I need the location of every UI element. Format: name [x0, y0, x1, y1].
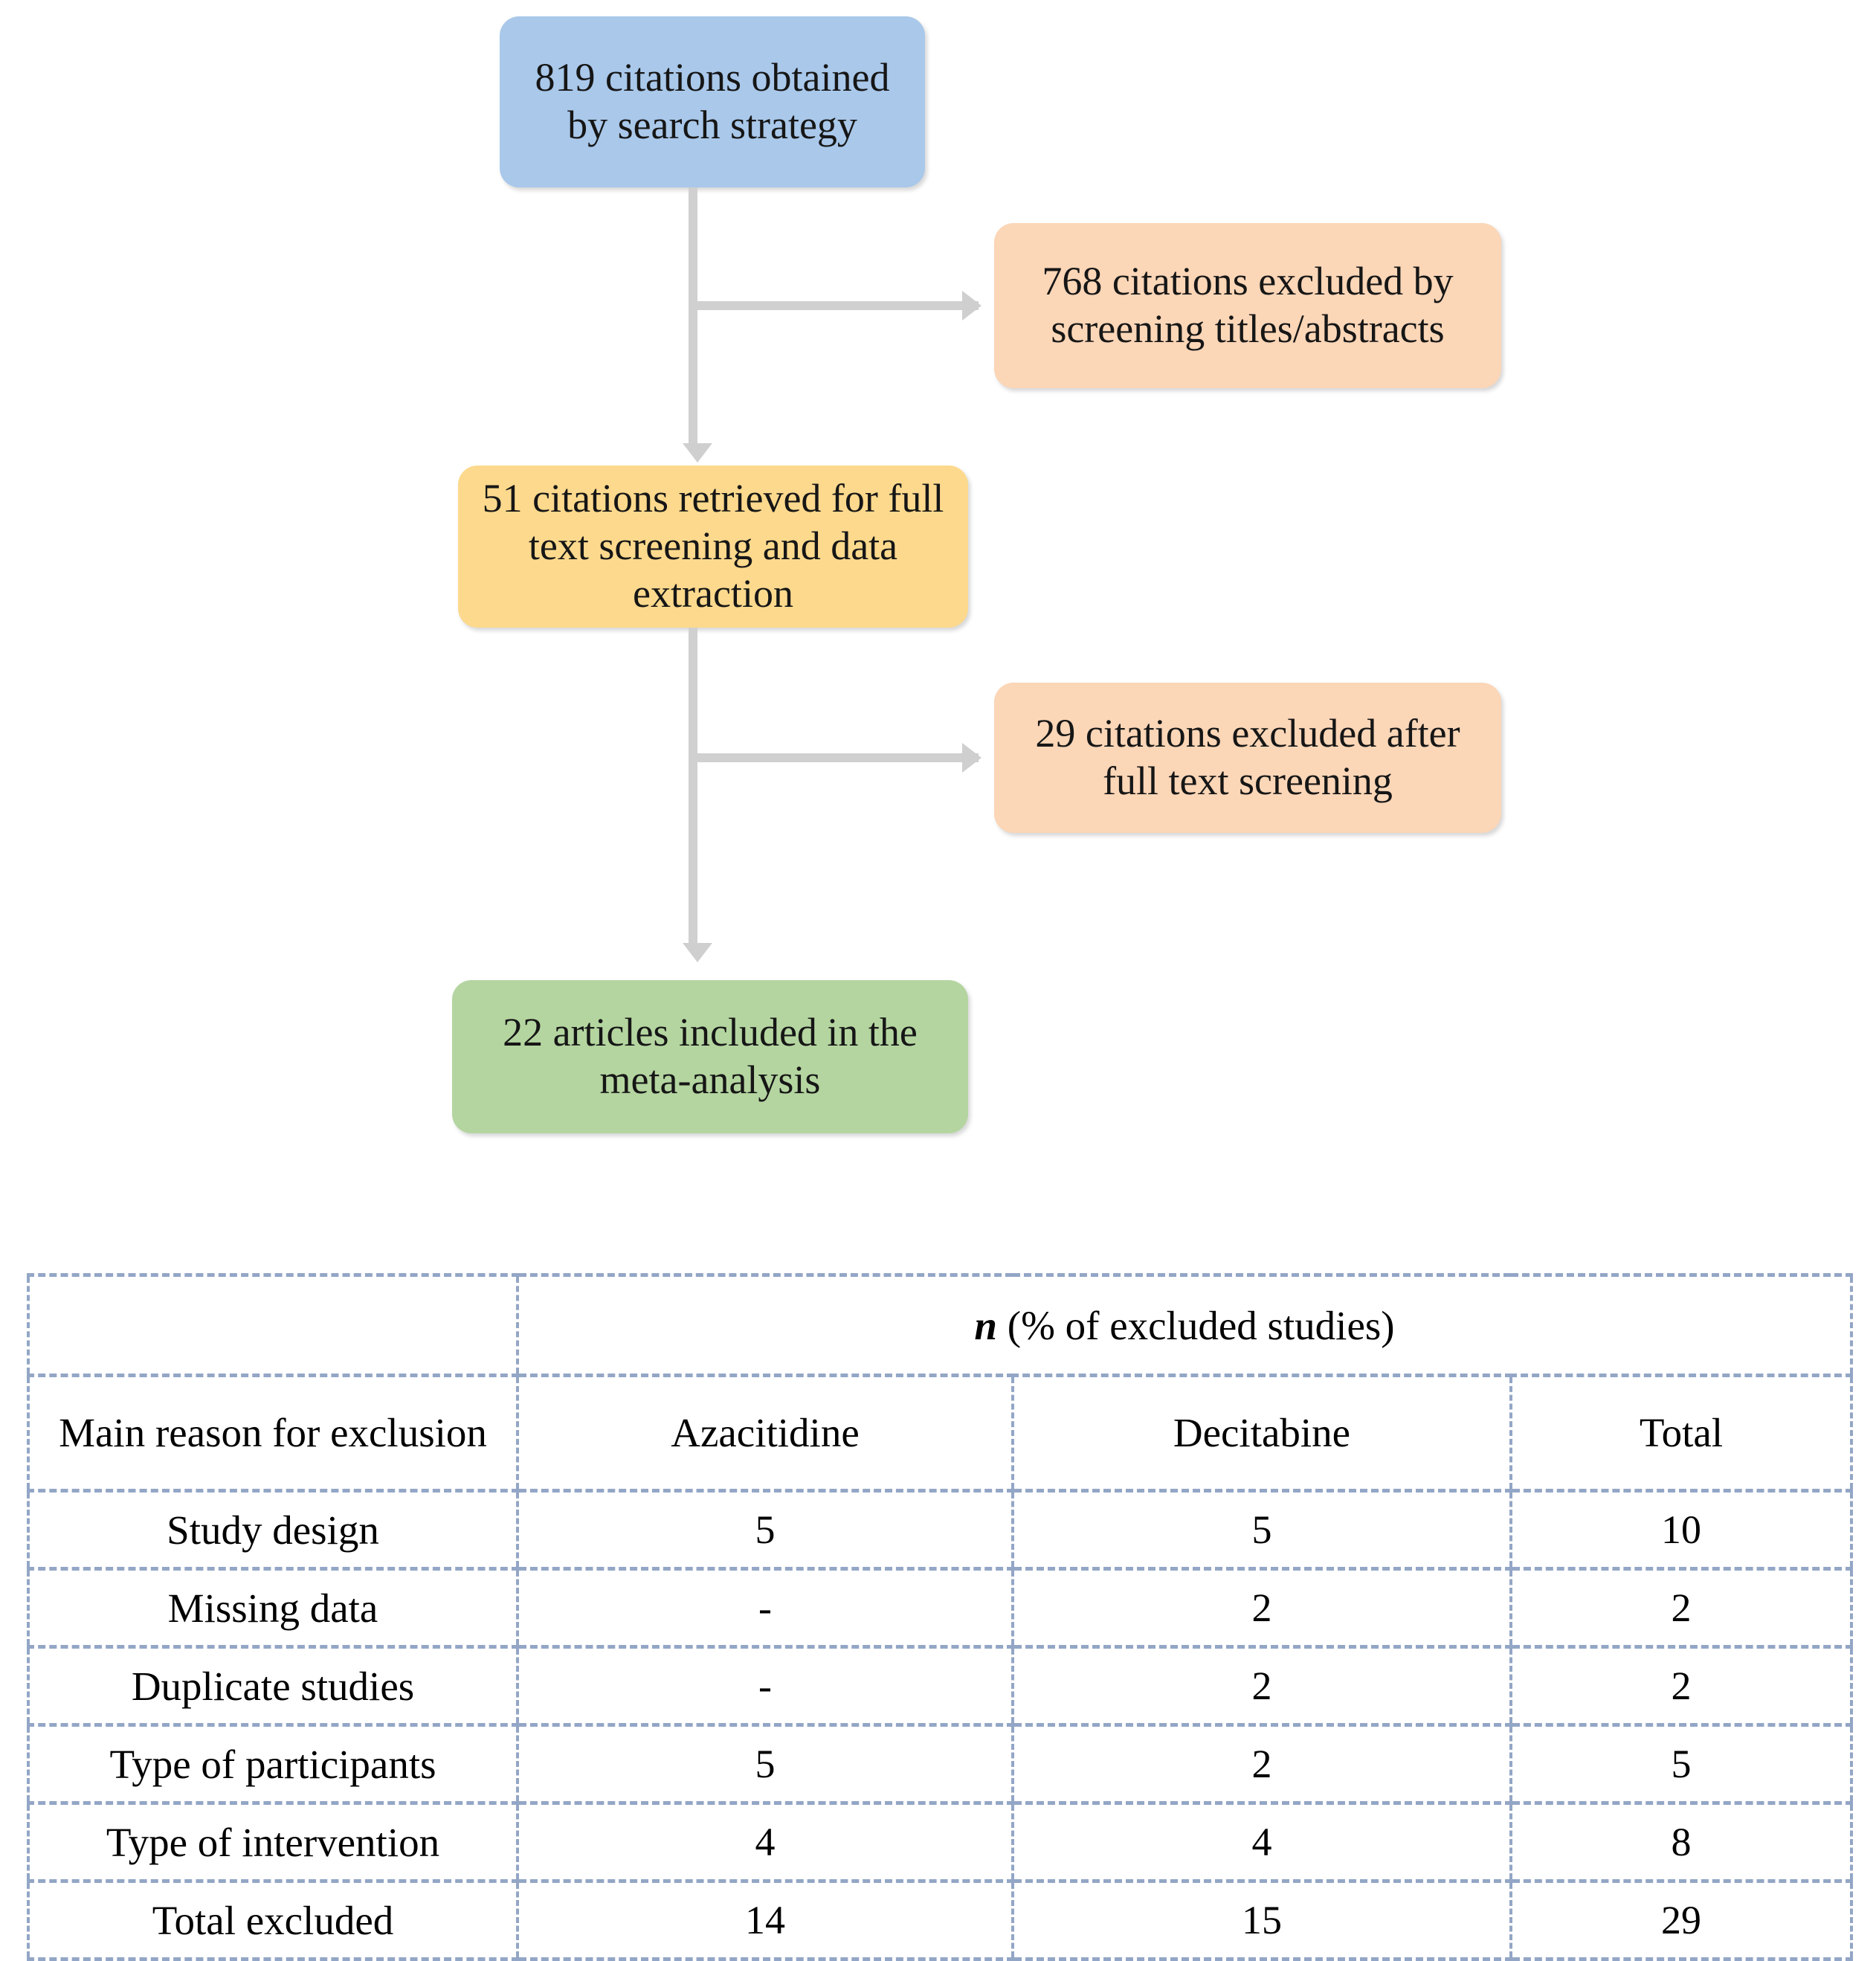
exclusion-reasons-table-container: n (% of excluded studies) Main reason fo… [27, 1273, 1853, 1961]
table-cell-decitabine: 5 [1011, 1489, 1512, 1571]
flow-box-included-in-meta-analysis-label: 22 articles included in the meta-analysi… [503, 1010, 918, 1102]
table-header-percent-rest: (% of excluded studies) [997, 1302, 1395, 1348]
table-cell-reason: Total excluded [27, 1879, 519, 1961]
connector-line-vertical-1 [689, 187, 697, 448]
exclusion-reasons-table: n (% of excluded studies) Main reason fo… [27, 1273, 1853, 1961]
flow-box-excluded-by-screening: 768 citations excluded by screening titl… [994, 223, 1501, 388]
table-row-total: Total excluded 14 15 29 [27, 1879, 1853, 1961]
table-cell-azacitidine: 5 [516, 1723, 1014, 1805]
table-row: Missing data - 2 2 [27, 1567, 1853, 1649]
flow-box-retrieved-for-full-text-label: 51 citations retrieved for full text scr… [482, 476, 944, 616]
arrow-down-icon-2 [683, 943, 712, 962]
table-cell-total: 8 [1509, 1801, 1853, 1883]
table-col-header-decitabine: Decitabine [1011, 1374, 1512, 1493]
table-col-header-azacitidine: Azacitidine [516, 1374, 1014, 1493]
table-row: Duplicate studies - 2 2 [27, 1645, 1853, 1727]
table-cell-reason: Duplicate studies [27, 1645, 519, 1727]
connector-line-vertical-2 [689, 628, 697, 947]
arrow-down-icon-1 [683, 443, 712, 463]
table-cell-reason: Type of intervention [27, 1801, 519, 1883]
table-cell-reason: Missing data [27, 1567, 519, 1649]
table-cell-reason: Type of participants [27, 1723, 519, 1805]
table-cell-decitabine: 2 [1011, 1723, 1512, 1805]
flow-box-excluded-after-full-text-label: 29 citations excluded after full text sc… [1035, 711, 1460, 803]
table-row: Type of intervention 4 4 8 [27, 1801, 1853, 1883]
flow-box-excluded-by-screening-label: 768 citations excluded by screening titl… [1042, 259, 1454, 351]
table-cell-azacitidine: 5 [516, 1489, 1014, 1571]
table-cell-total: 5 [1509, 1723, 1853, 1805]
flow-box-citations-obtained: 819 citations obtained by search strateg… [500, 16, 925, 187]
table-cell-total: 2 [1509, 1645, 1853, 1727]
table-cell-azacitidine: - [516, 1567, 1014, 1649]
flow-box-citations-obtained-label: 819 citations obtained by search strateg… [535, 55, 890, 147]
table-cell-decitabine: 4 [1011, 1801, 1512, 1883]
table-cell-azacitidine: - [516, 1645, 1014, 1727]
table-cell-decitabine: 15 [1011, 1879, 1512, 1961]
table-header-n-italic: n [974, 1302, 998, 1348]
table-cell-empty-corner [27, 1273, 519, 1377]
table-row-spanning-header: n (% of excluded studies) [27, 1273, 1853, 1377]
flow-box-retrieved-for-full-text: 51 citations retrieved for full text scr… [458, 466, 968, 628]
flow-box-included-in-meta-analysis: 22 articles included in the meta-analysi… [452, 980, 968, 1133]
table-cell-reason: Study design [27, 1489, 519, 1571]
table-cell-decitabine: 2 [1011, 1645, 1512, 1727]
table-row: Study design 5 5 10 [27, 1489, 1853, 1571]
table-cell-total: 10 [1509, 1489, 1853, 1571]
table-col-header-total: Total [1509, 1374, 1853, 1493]
table-cell-total: 2 [1509, 1567, 1853, 1649]
table-header-n-percent-of-excluded-studies: n (% of excluded studies) [516, 1273, 1853, 1377]
table-row-column-headers: Main reason for exclusion Azacitidine De… [27, 1374, 1853, 1493]
arrow-right-icon-2 [962, 743, 981, 773]
arrow-right-icon-1 [962, 291, 981, 321]
table-col-header-main-reason: Main reason for exclusion [27, 1374, 519, 1493]
table-cell-azacitidine: 4 [516, 1801, 1014, 1883]
connector-line-horizontal-2 [689, 753, 979, 762]
connector-line-horizontal-1 [689, 301, 979, 310]
flow-box-excluded-after-full-text: 29 citations excluded after full text sc… [994, 683, 1501, 833]
table-cell-decitabine: 2 [1011, 1567, 1512, 1649]
prisma-flow-diagram: 819 citations obtained by search strateg… [452, 16, 1501, 1133]
table-cell-total: 29 [1509, 1879, 1853, 1961]
table-cell-azacitidine: 14 [516, 1879, 1014, 1961]
table-row: Type of participants 5 2 5 [27, 1723, 1853, 1805]
